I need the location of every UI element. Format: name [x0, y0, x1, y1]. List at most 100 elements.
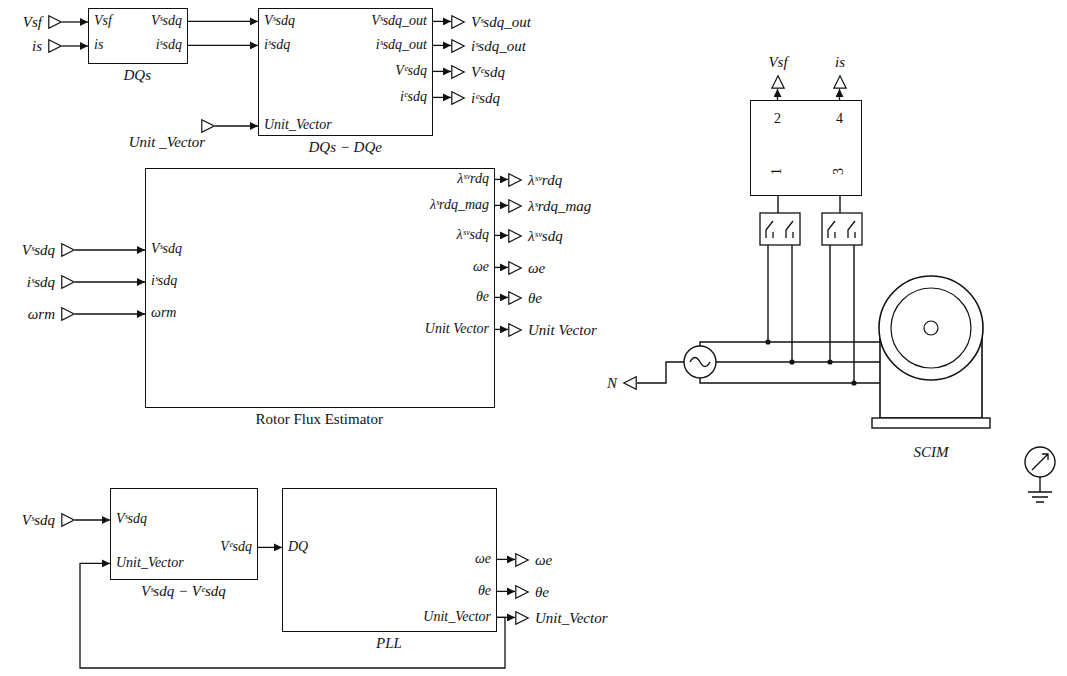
signal-line: [188, 21, 258, 22]
signal-label: Vᵉsdq: [220, 539, 252, 556]
port-shape: [202, 120, 214, 132]
function-block: 2413: [750, 100, 862, 196]
port-label: Vsf: [768, 53, 787, 71]
induction-motor: [870, 268, 992, 468]
motor-label: SCIM: [914, 443, 949, 461]
source-circle: [684, 346, 716, 378]
mechanical-load: [1025, 447, 1055, 502]
port-triangle: [201, 119, 215, 133]
port-triangle: [451, 39, 465, 53]
port-triangle: [515, 585, 529, 599]
port-triangle: [508, 261, 522, 275]
motor-node: SCIM: [870, 268, 992, 468]
block-caption: Rotor Flux Estimator: [256, 410, 384, 428]
port-triangle: [508, 199, 522, 213]
measurement-lead: [839, 196, 840, 213]
port-shape: [772, 76, 784, 88]
port-node: Unit Vector: [508, 323, 522, 337]
port-triangle: [61, 513, 75, 527]
port-node: is: [48, 39, 62, 53]
port-triangle: [61, 275, 75, 289]
port-label: Vˢsdq: [22, 511, 55, 529]
signal-label: Vˢsdq_out: [371, 13, 427, 30]
ac-source: [684, 346, 716, 378]
port-node: Vsf: [771, 75, 785, 89]
signal-line: [495, 205, 508, 206]
signal-label: iᵉsdq: [400, 89, 427, 106]
port-shape: [516, 612, 528, 624]
port-triangle: [508, 323, 522, 337]
function-block: DQωeθeUnit_VectorPLL: [282, 488, 497, 632]
junction-dot: [827, 359, 832, 364]
block-caption: PLL: [376, 634, 402, 652]
signal-label: ωe: [475, 551, 491, 568]
signal-label: Unit_Vector: [264, 117, 332, 134]
port-label: λˢrdq_mag: [528, 197, 591, 215]
neutral-wire: [637, 362, 684, 383]
port-shape: [452, 16, 464, 28]
port-triangle: [61, 307, 75, 321]
motor-base: [872, 418, 990, 428]
current-sensor-icon: [822, 213, 862, 245]
load-circle: [1025, 447, 1055, 477]
measurement-lead: [777, 196, 778, 213]
sensor-box: [760, 213, 800, 245]
signal-line: [188, 45, 258, 46]
port-triangle: [771, 75, 785, 89]
port-shape: [452, 92, 464, 104]
port-label: is: [32, 37, 42, 55]
signal-label: iˢsdq: [156, 37, 182, 54]
sine-symbol: [690, 358, 710, 367]
port-triangle: [451, 91, 465, 105]
port-node: Unit _Vector: [201, 119, 215, 133]
signal-line: [75, 249, 145, 250]
measurement-lead: [767, 245, 768, 342]
port-node: ωe: [508, 261, 522, 275]
port-number: 2: [774, 111, 781, 128]
block-caption: Vˢsdq − Vᵉsdq: [141, 582, 226, 600]
port-shape: [62, 514, 74, 526]
signal-line: [75, 281, 145, 282]
port-triangle: [451, 65, 465, 79]
signal-line: [495, 329, 508, 330]
port-node: Vsf: [48, 15, 62, 29]
port-node: iᵉsdq: [451, 91, 465, 105]
port-triangle: [508, 173, 522, 187]
port-label: Unit _Vector: [129, 133, 205, 151]
port-triangle: [48, 39, 62, 53]
signal-label: DQ: [288, 539, 308, 556]
measurement-lead: [829, 245, 830, 362]
port-shape: [509, 262, 521, 274]
voltage-sensor-icon: [760, 213, 800, 245]
port-node: Unit_Vector: [515, 611, 529, 625]
function-block: Vˢsdqiˢsdqωrmλˢᵛrdqλˢrdq_magλˢᵛsdqωeθeUn…: [145, 168, 495, 408]
signal-line: [495, 297, 508, 298]
signal-line: [777, 89, 778, 100]
measurement-lead: [853, 245, 854, 383]
port-shape: [62, 244, 74, 256]
motor-face: [879, 276, 983, 380]
port-node: θe: [508, 291, 522, 305]
port-node: λˢᵛsdq: [508, 229, 522, 243]
port-node: λˢrdq_mag: [508, 199, 522, 213]
function-block: VˢsdqUnit_VectorVᵉsdqVˢsdq − Vᵉsdq: [110, 488, 258, 580]
port-shape: [509, 200, 521, 212]
signal-label: Vᵉsdq: [395, 63, 427, 80]
signal-label: θe: [478, 583, 491, 600]
signal-label: Vˢsdq: [151, 13, 182, 30]
signal-label: λˢrdq_mag: [430, 197, 489, 214]
port-label: λˢᵛsdq: [528, 227, 563, 245]
signal-line: [258, 547, 282, 548]
signal-label: iˢsdq: [151, 273, 177, 290]
signal-line: [62, 45, 88, 46]
port-label: Vˢsdq_out: [471, 13, 531, 31]
motor-rim: [891, 288, 971, 368]
port-shape: [834, 76, 846, 88]
port-triangle: [515, 611, 529, 625]
junction-dot: [789, 359, 794, 364]
signal-line: [495, 267, 508, 268]
port-triangle: [508, 229, 522, 243]
port-shape: [452, 40, 464, 52]
sensor-box: [822, 213, 862, 245]
signal-label: λˢᵛrdq: [457, 171, 489, 188]
